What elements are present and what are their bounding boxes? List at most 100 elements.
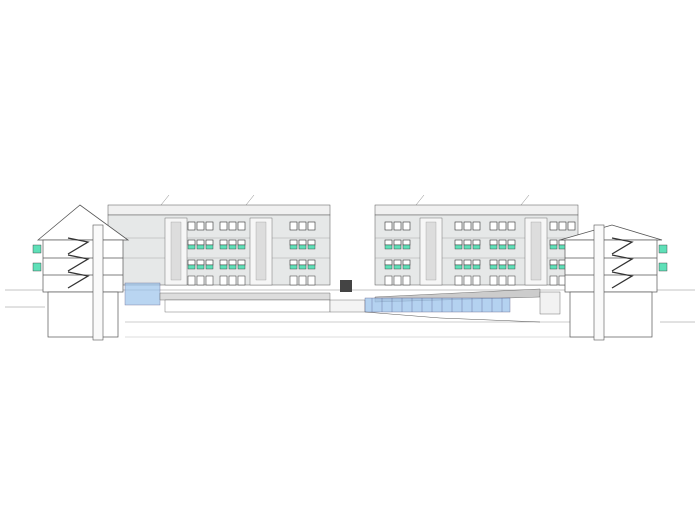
balcony-glass xyxy=(205,264,214,270)
balcony-glass xyxy=(307,264,316,270)
window xyxy=(205,259,214,266)
window xyxy=(228,221,237,231)
balcony-glass xyxy=(384,244,393,250)
window xyxy=(498,239,507,246)
balcony-glass xyxy=(549,264,558,270)
ground-window xyxy=(384,275,393,286)
balcony-glass xyxy=(454,244,463,250)
balcony-glass xyxy=(454,264,463,270)
window xyxy=(237,239,246,246)
ground-window xyxy=(298,275,307,286)
ground-window xyxy=(289,275,298,286)
stair-flight xyxy=(611,254,634,272)
balcony-glass xyxy=(472,244,481,250)
ground-window xyxy=(237,275,246,286)
window xyxy=(402,259,411,266)
balcony-glass xyxy=(549,244,558,250)
window xyxy=(472,239,481,246)
balcony-glass xyxy=(196,244,205,250)
window xyxy=(472,221,481,231)
glazed-facade xyxy=(364,297,511,313)
ground-window xyxy=(307,275,316,286)
balcony-glass xyxy=(205,244,214,250)
window xyxy=(196,259,205,266)
window xyxy=(219,239,228,246)
ground-window xyxy=(454,275,463,286)
window xyxy=(507,221,516,231)
window xyxy=(507,239,516,246)
balcony-glass xyxy=(32,262,42,272)
balcony-glass xyxy=(393,244,402,250)
balcony-glass xyxy=(187,264,196,270)
ground-window xyxy=(463,275,472,286)
ground-window xyxy=(549,275,558,286)
left-apartment-block-elevation xyxy=(107,194,331,286)
window xyxy=(187,239,196,246)
window xyxy=(187,259,196,266)
balcony-glass xyxy=(507,264,516,270)
balcony-glass xyxy=(228,264,237,270)
left-building-section xyxy=(32,204,130,341)
stair-flight xyxy=(67,271,90,289)
stair-glazing xyxy=(170,221,182,281)
balcony-glass xyxy=(658,262,668,272)
stair-glazing xyxy=(255,221,267,281)
ground-window xyxy=(187,275,196,286)
window xyxy=(567,221,576,231)
window xyxy=(384,259,393,266)
balcony-glass xyxy=(507,244,516,250)
window xyxy=(219,221,228,231)
balcony-glass xyxy=(498,264,507,270)
ground-window xyxy=(402,275,411,286)
ground-window xyxy=(498,275,507,286)
balcony-glass xyxy=(196,264,205,270)
window xyxy=(307,239,316,246)
balcony-glass xyxy=(402,244,411,250)
balcony-glass xyxy=(384,264,393,270)
ground-window xyxy=(489,275,498,286)
balcony-glass xyxy=(498,244,507,250)
podium-wall xyxy=(329,299,366,313)
window xyxy=(463,259,472,266)
window xyxy=(384,221,393,231)
window xyxy=(463,221,472,231)
balcony-glass xyxy=(402,264,411,270)
balcony-glass xyxy=(237,264,246,270)
annotation-leader xyxy=(245,194,255,206)
window xyxy=(489,259,498,266)
window xyxy=(307,259,316,266)
podium-deck xyxy=(159,292,331,301)
basement xyxy=(47,291,119,338)
window xyxy=(498,259,507,266)
window xyxy=(228,259,237,266)
glazed-facade xyxy=(124,282,161,306)
balcony-glass xyxy=(489,264,498,270)
ground-window xyxy=(507,275,516,286)
window xyxy=(307,221,316,231)
window xyxy=(289,259,298,266)
roof-parapet xyxy=(107,204,331,216)
roof-parapet xyxy=(374,204,579,216)
balcony-glass xyxy=(219,264,228,270)
balcony-glass xyxy=(463,244,472,250)
lift-pit xyxy=(539,291,561,315)
balcony-glass xyxy=(289,244,298,250)
podium-wall xyxy=(164,299,331,313)
window xyxy=(205,239,214,246)
window xyxy=(454,259,463,266)
balcony-glass xyxy=(393,264,402,270)
window xyxy=(472,259,481,266)
balcony-glass xyxy=(463,264,472,270)
window xyxy=(289,221,298,231)
window xyxy=(228,239,237,246)
stair-glazing xyxy=(425,221,437,281)
window xyxy=(454,221,463,231)
right-apartment-block-elevation xyxy=(374,194,579,286)
balcony-glass xyxy=(658,244,668,254)
balcony-glass xyxy=(307,244,316,250)
window xyxy=(402,221,411,231)
balcony-glass xyxy=(298,264,307,270)
balcony-glass xyxy=(187,244,196,250)
window xyxy=(489,221,498,231)
balcony-glass xyxy=(228,244,237,250)
